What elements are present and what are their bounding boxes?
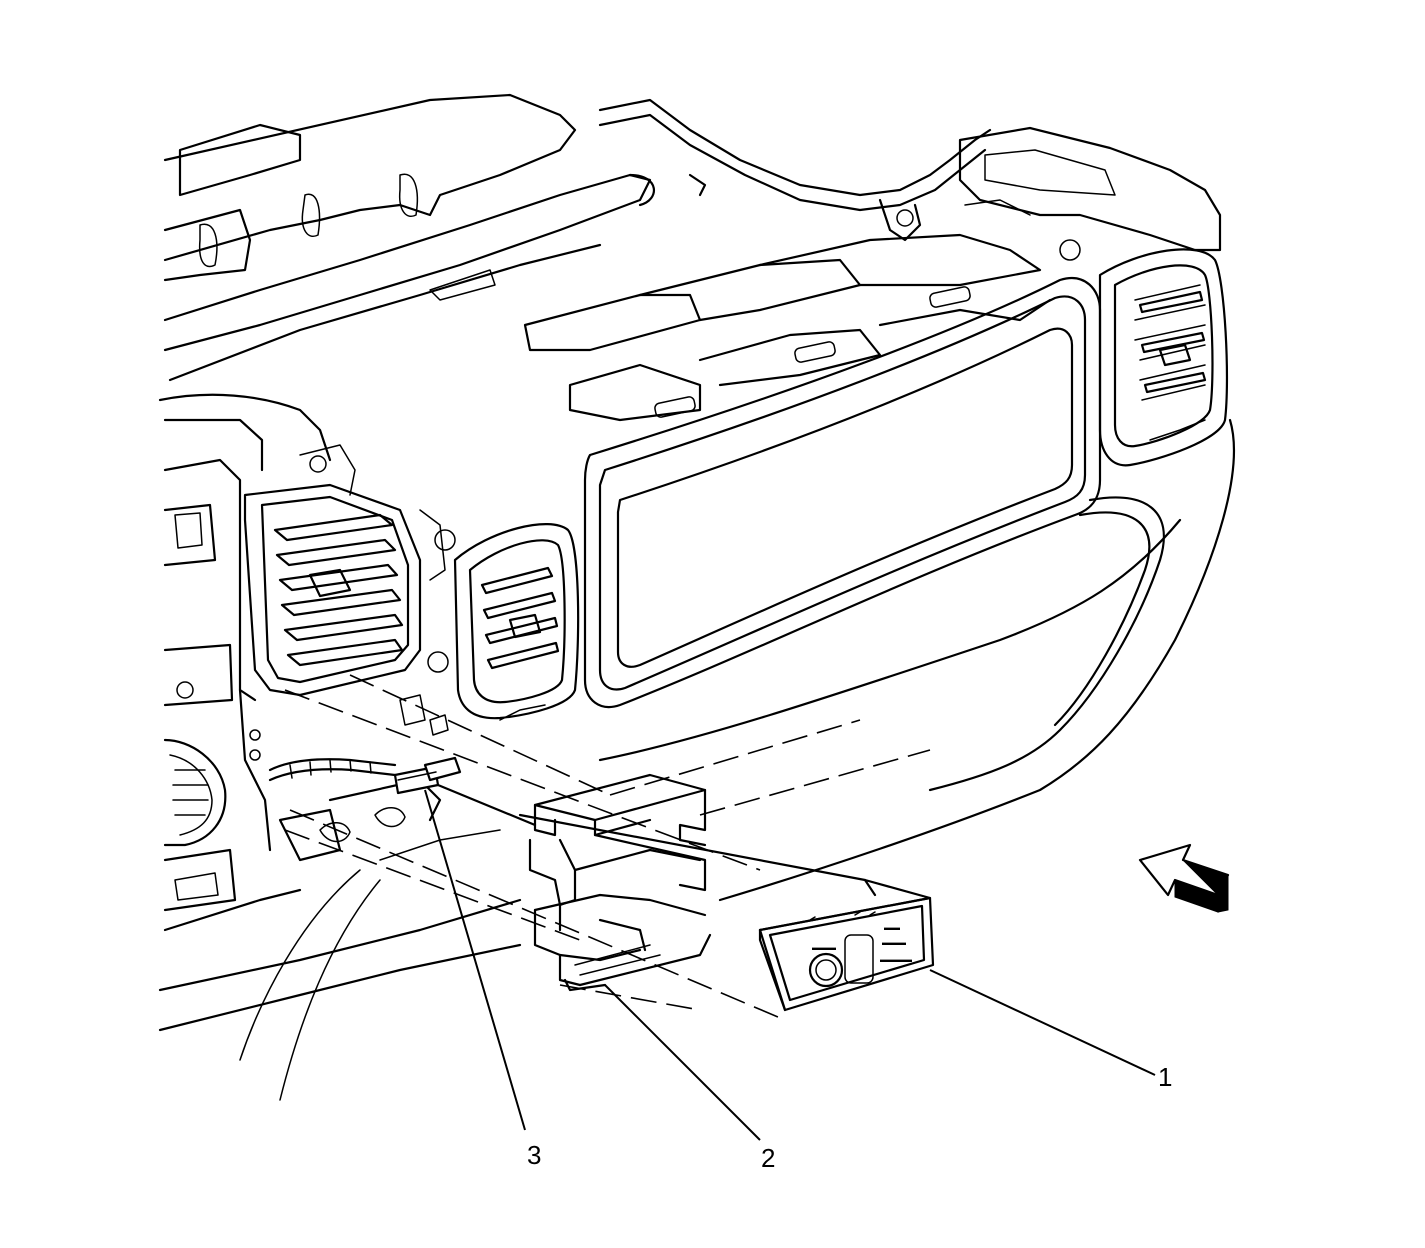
wiring-harness	[268, 758, 397, 782]
lower-right-panel	[598, 418, 1236, 902]
center-display-bezel	[583, 277, 1102, 708]
switch-face-marking: ▬▬	[884, 923, 900, 932]
center-duct-blocks	[523, 233, 1052, 422]
callout-labels: 1 2 3	[527, 1062, 1172, 1173]
center-air-vent	[453, 523, 580, 721]
leader-line-3	[424, 789, 526, 1131]
left-air-vent	[243, 444, 456, 697]
leader-line-2	[604, 984, 761, 1141]
switch-face-marking: ▬▬▬	[882, 938, 906, 947]
electrical-connector	[393, 756, 537, 827]
leader-lines	[424, 789, 1156, 1141]
view-direction-arrow-icon	[1138, 843, 1230, 913]
callout-3: 3	[527, 1140, 541, 1170]
left-dash-structure	[158, 393, 522, 1101]
upper-dash-panel	[163, 93, 656, 382]
callout-1: 1	[1158, 1062, 1172, 1092]
callout-2: 2	[761, 1143, 775, 1173]
switch-module: ▬▬▬ ▬▬ ▬▬▬ ▬▬▬▬	[518, 813, 935, 1012]
lower-center-structure	[278, 694, 501, 862]
upper-right-pad	[958, 126, 1222, 261]
switch-face-marking: ▬▬▬	[812, 943, 836, 952]
switch-face-marking: ▬▬▬▬	[880, 955, 912, 964]
leader-line-1	[929, 969, 1156, 1076]
cowl-edge	[598, 98, 992, 242]
mounting-bracket	[528, 773, 712, 992]
right-air-vent	[1098, 248, 1229, 467]
